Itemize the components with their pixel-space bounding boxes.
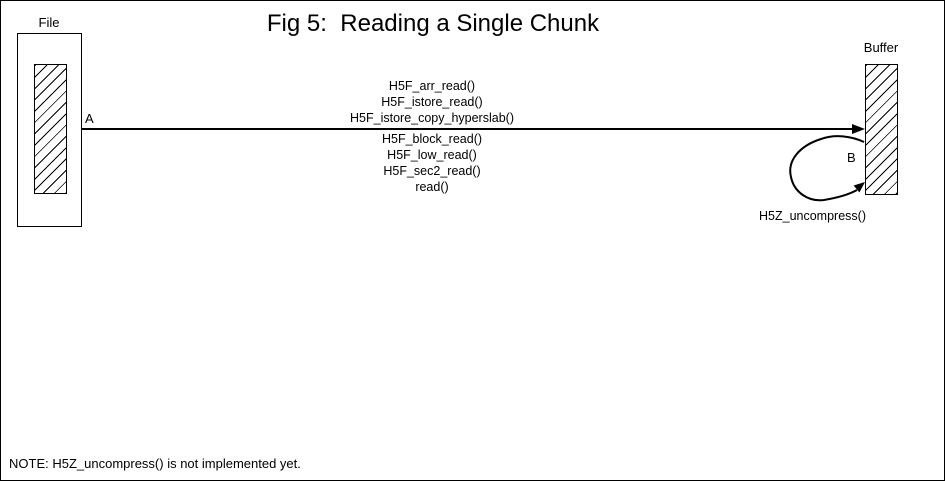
call-stack-line: H5F_istore_copy_hyperslab() bbox=[350, 111, 514, 125]
file-box-label: File bbox=[38, 15, 60, 30]
call-stack-line: read() bbox=[415, 180, 449, 194]
call-stack-line: H5F_sec2_read() bbox=[383, 164, 481, 178]
footnote: NOTE: H5Z_uncompress() is not implemente… bbox=[9, 456, 301, 471]
junction-label-a: A bbox=[85, 111, 94, 126]
figure-title: Fig 5: Reading a Single Chunk bbox=[266, 10, 600, 37]
buffer-hatched-rect bbox=[865, 64, 898, 195]
uncompress-loop-label: H5Z_uncompress() bbox=[759, 209, 866, 223]
call-stack-line: H5F_block_read() bbox=[381, 132, 483, 146]
junction-label-b: B bbox=[847, 150, 856, 165]
read-arrow-head-icon bbox=[852, 124, 865, 134]
call-stack-above-arrow: H5F_arr_read() H5F_istore_read() H5F_ist… bbox=[350, 78, 514, 126]
file-chunk-hatched-rect bbox=[34, 64, 67, 194]
call-stack-line: H5F_low_read() bbox=[387, 148, 477, 162]
call-stack-line: H5F_istore_read() bbox=[381, 95, 483, 109]
call-stack-below-arrow: H5F_block_read() H5F_low_read() H5F_sec2… bbox=[382, 131, 482, 195]
uncompress-loop-arrow bbox=[789, 135, 865, 202]
uncompress-loop-arrow-head-icon bbox=[853, 182, 865, 193]
call-stack-line: H5F_arr_read() bbox=[388, 79, 476, 93]
buffer-box-label: Buffer bbox=[863, 40, 899, 55]
